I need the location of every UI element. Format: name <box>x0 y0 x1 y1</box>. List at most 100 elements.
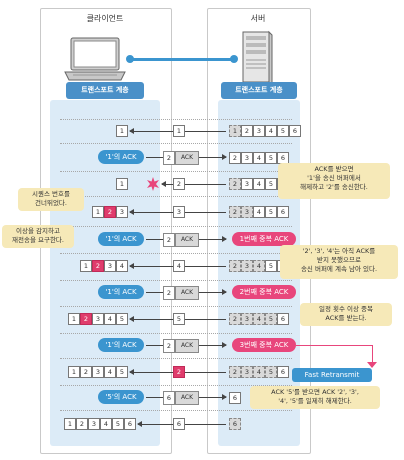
server-title: 서버 <box>250 14 266 23</box>
fast-retransmit-connector <box>296 345 372 346</box>
server-buffer-2: 2 <box>229 313 241 325</box>
client-buffer-4: 4 <box>116 260 128 272</box>
server-buffer-5: 5 <box>265 260 277 272</box>
client-buffer-3: 3 <box>116 206 128 218</box>
note-line: 시퀀스 번호를 <box>32 190 70 198</box>
server-buffer-4: 4 <box>253 178 265 190</box>
server-buffer-3: 3 <box>241 206 253 218</box>
server-layer-header: 트랜스포트 계층 <box>221 82 297 99</box>
server-buffer-6: 6 <box>277 206 289 218</box>
client-buffer-2: 2 <box>80 366 92 378</box>
server-buffer-5: 5 <box>265 313 277 325</box>
dup-ack-1: 1번째 중복 ACK <box>232 232 296 246</box>
note-line: 받지 못했으므로 <box>317 256 361 264</box>
note-line: 재전송을 요구한다. <box>12 236 64 244</box>
note-line: 송신 버퍼에 계속 남아 있다. <box>300 265 378 273</box>
note-ack-release: ACK를 받으면 '1'을 송신 버퍼에서 해제하고 '2'를 송신한다. <box>278 163 390 199</box>
separator <box>60 358 292 359</box>
dup-ack-3: 3번째 중복 ACK <box>232 338 296 352</box>
note-dup-threshold: 일정 횟수 이상 중복 ACK를 받는다. <box>300 303 392 326</box>
server-buffer-6: 6 <box>277 366 289 378</box>
client-buffer-2: 2 <box>104 206 116 218</box>
separator <box>60 333 292 334</box>
server-buffer-2: 2 <box>241 125 253 137</box>
note-seq-skip: 시퀀스 번호를 건너뛰었다. <box>18 188 84 211</box>
fast-retransmit-connector <box>372 345 373 367</box>
ack-packet: ACK <box>175 233 199 247</box>
separator <box>60 119 292 120</box>
ack-number: 2 <box>163 151 175 165</box>
client-buffer-4: 4 <box>100 418 112 430</box>
note-pending: '2', '3', '4'는 아직 ACK를 받지 못했으므로 송신 버퍼에 계… <box>280 245 398 279</box>
ack-packet: ACK <box>175 286 199 300</box>
client-buffer-3: 3 <box>104 260 116 272</box>
packet-arrow <box>161 181 226 187</box>
client-buffer-4: 4 <box>104 366 116 378</box>
server-buffer-2: 2 <box>229 260 241 272</box>
separator <box>60 280 292 281</box>
ack-number: 6 <box>163 391 175 405</box>
network-dot-right <box>230 55 238 63</box>
ack1-label: '1'의 ACK <box>98 338 144 352</box>
server-buffer-6: 6 <box>277 313 289 325</box>
note-line: 건너뛰었다. <box>35 199 67 207</box>
note-line: 해제하고 '2'를 송신한다. <box>300 183 368 191</box>
note-line: 일정 횟수 이상 중복 <box>318 305 374 313</box>
ack-packet: ACK <box>175 151 199 165</box>
packet-5: 5 <box>173 313 185 325</box>
note-line: ACK를 받으면 <box>314 165 354 173</box>
separator <box>60 253 292 254</box>
network-dot-left <box>126 55 134 63</box>
note-line: ACK를 받는다. <box>325 314 367 322</box>
packet-loss-icon <box>147 177 159 191</box>
network-line <box>128 58 234 61</box>
server-buffer-4: 4 <box>253 313 265 325</box>
packet-1: 1 <box>173 125 185 137</box>
ack1-label: '1'의 ACK <box>98 232 144 246</box>
ack5-label: '5'의 ACK <box>98 390 144 404</box>
client-buffer-3: 3 <box>92 313 104 325</box>
client-buffer-1: 1 <box>64 418 76 430</box>
fast-retransmit-label: Fast Retransmit <box>292 368 372 382</box>
ack-number: 2 <box>163 286 175 300</box>
server-buffer-6: 6 <box>229 392 241 404</box>
separator <box>60 226 292 227</box>
server-buffer-4: 4 <box>253 366 265 378</box>
server-buffer-5: 5 <box>265 366 277 378</box>
packet-2: 2 <box>173 178 185 190</box>
server-buffer-2: 2 <box>229 152 241 164</box>
client-buffer-3: 3 <box>88 418 100 430</box>
client-buffer-5: 5 <box>112 418 124 430</box>
server-buffer-5: 5 <box>265 178 277 190</box>
note-line: '2', '3', '4'는 아직 ACK를 <box>302 247 376 255</box>
server-buffer-1: 1 <box>229 125 241 137</box>
separator <box>60 143 292 144</box>
server-buffer-4: 4 <box>253 152 265 164</box>
ack-packet: ACK <box>175 391 199 405</box>
client-buffer-2: 2 <box>92 260 104 272</box>
server-buffer-2: 2 <box>229 366 241 378</box>
separator <box>60 410 292 411</box>
server-icon <box>242 30 273 85</box>
client-buffer-1: 1 <box>92 206 104 218</box>
server-buffer-4: 4 <box>253 260 265 272</box>
packet-3: 3 <box>173 206 185 218</box>
packet-2-retransmit: 2 <box>173 366 185 378</box>
server-buffer-3: 3 <box>241 366 253 378</box>
dup-ack-2: 2번째 중복 ACK <box>232 285 296 299</box>
note-line: ACK '5'를 받으면 ACK '2', '3', <box>271 388 359 396</box>
client-buffer-1: 1 <box>116 178 128 190</box>
server-buffer-4: 4 <box>253 206 265 218</box>
server-buffer-5: 5 <box>265 152 277 164</box>
ack-number: 2 <box>163 233 175 247</box>
packet-4: 4 <box>173 260 185 272</box>
client-buffer-1: 1 <box>68 313 80 325</box>
ack1-label: '1'의 ACK <box>98 150 144 164</box>
client-buffer-1: 1 <box>80 260 92 272</box>
server-buffer-6: 6 <box>289 125 301 137</box>
note-release-all: ACK '5'를 받으면 ACK '2', '3', '4', '5'를 일제히… <box>250 386 380 409</box>
client-layer-header: 트랜스포트 계층 <box>66 82 144 99</box>
note-line: '4', '5'를 일제히 해제한다. <box>278 397 352 405</box>
server-buffer-5: 5 <box>265 206 277 218</box>
ack1-label: '1'의 ACK <box>98 285 144 299</box>
